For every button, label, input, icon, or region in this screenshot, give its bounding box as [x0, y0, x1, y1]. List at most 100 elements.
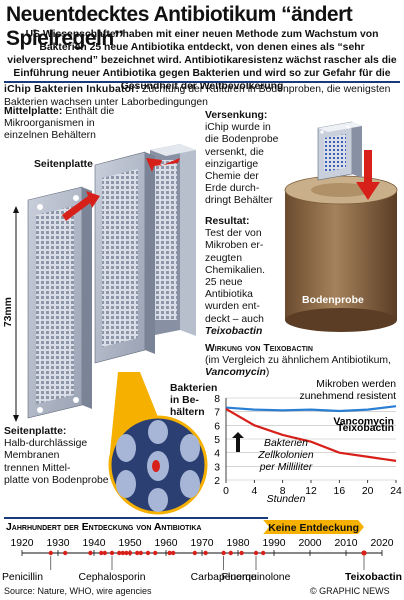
- y-tick-label: 4: [214, 449, 220, 460]
- no-discovery-label: Keine Entdeckung: [268, 523, 359, 534]
- chart-series: [225, 405, 397, 462]
- mittelplatte-desc: Mittelplatte: Enthält die Mikroorganisme…: [4, 106, 154, 143]
- y-label-line: Bakterien: [264, 438, 308, 449]
- ichip-device: [317, 121, 362, 181]
- timeline-discovery-dots: [48, 550, 367, 556]
- chart-subtitle-suffix: ): [265, 367, 270, 378]
- x-tick-label: 20: [362, 486, 374, 497]
- seitenplatte-line-3: trennen Mittel-: [4, 462, 71, 474]
- side-plate-front: [27, 186, 92, 419]
- discovery-dot: [167, 550, 172, 556]
- x-tick-label: 0: [223, 486, 229, 497]
- named-discovery-label: Fluorquinolone: [222, 572, 291, 583]
- versenkung-line-1: iChip wurde in: [205, 122, 271, 134]
- intro-text: US Wissenschafter haben mit einer neuen …: [7, 29, 397, 92]
- versenkung-title: Versenkung:: [205, 110, 268, 121]
- headline: Neuentdecktes Antibiotikum “ändert Spiel…: [6, 3, 353, 50]
- year-label: 1950: [118, 538, 141, 549]
- resultat-line-4: Chemikalien.: [205, 264, 266, 276]
- timeline-title: Jahrhundert der Entdeckung von Antibioti…: [6, 522, 201, 533]
- year-label: 1960: [154, 538, 177, 549]
- y-label-line: Zellkolonien: [257, 450, 314, 461]
- resultat-line-3: zeugten: [205, 252, 242, 264]
- discovery-dot: [124, 550, 129, 556]
- versenkung-line-3: versenkt, die: [205, 146, 264, 158]
- versenkung-line-6: Erde durch-: [205, 183, 260, 195]
- discovery-dot: [88, 550, 93, 556]
- source-line: Source: Nature, WHO, wire agencies: [4, 586, 152, 596]
- y-tick-label: 3: [214, 462, 220, 473]
- chart-heading: Wirkung von Teixobactin (im Vergleich zu…: [205, 343, 401, 379]
- resultat-teixobactin: Teixobactin: [205, 325, 263, 337]
- series-line-vancomycin: [225, 405, 397, 413]
- seitenplatte-label: Seitenplatte: [34, 159, 93, 170]
- discovery-dot: [221, 550, 226, 556]
- resultat-title: Resultat:: [205, 216, 250, 227]
- no-discovery-band: [263, 520, 364, 534]
- discovery-dot: [109, 550, 115, 556]
- year-label: 1930: [46, 538, 69, 549]
- teixobactin-dot: [361, 550, 367, 556]
- discovery-dot: [127, 550, 133, 556]
- discovery-dot: [192, 550, 197, 556]
- discovery-dot: [171, 550, 176, 556]
- discovery-dot: [120, 550, 126, 556]
- discovery-dot: [62, 550, 68, 556]
- resultat-line-2: Mikroben er-: [205, 240, 264, 252]
- arrow-down-icon: [356, 150, 380, 200]
- series-line-teixobactin: [225, 407, 397, 462]
- versenkung-line-2: die Bodenprobe: [205, 134, 279, 146]
- year-label: 1940: [82, 538, 105, 549]
- mittelplatte-line-1: Enthält die: [62, 106, 115, 117]
- y-label-line: per Milliliter: [259, 462, 313, 473]
- named-discovery-label: Carbapeneme: [191, 572, 257, 583]
- bakterien-label: Bakterien in Be- hältern: [170, 383, 217, 419]
- y-tick-label: 5: [214, 435, 220, 446]
- year-label: 2010: [334, 538, 357, 549]
- seitenplatte-desc: Seitenplatte: Halb-durchlässige Membrane…: [4, 426, 110, 487]
- discovery-dot: [102, 550, 108, 556]
- versenkung-line-4: einzigartige: [205, 158, 259, 170]
- chart-subtitle-prefix: (im Vergleich zu ähnlichem Antibiotikum,: [205, 355, 391, 366]
- ichip-description: Züchtung der Kulturen in Bodenproben, di…: [4, 84, 391, 108]
- year-label: 2020: [370, 538, 393, 549]
- series-label: Vancomycin: [333, 416, 394, 427]
- y-tick-label: 8: [214, 394, 220, 405]
- arrow-left-icon: [62, 191, 100, 221]
- bakterien-line-1: Bakterien: [170, 383, 218, 394]
- ichip-heading: iChip Bakterien Inkubator: Züchtung der …: [4, 83, 400, 109]
- resultat-line-8: deckt – auch: [205, 313, 264, 325]
- mittelplatte-line-3: einzelnen Behältern: [4, 130, 96, 142]
- timeline-rule: [4, 517, 268, 519]
- chart-title: Wirkung von Teixobactin: [205, 343, 313, 354]
- mittelplatte-line-2: Mikroorganismen in: [4, 118, 95, 130]
- discovery-dot: [117, 550, 122, 556]
- seitenplatte-title: Seitenplatte:: [4, 426, 67, 437]
- resultat-line-5: 25 neue: [205, 277, 243, 289]
- y-tick-label: 2: [214, 476, 220, 487]
- mittelplatte-title: Mittelplatte:: [4, 106, 63, 117]
- side-plate-back: [150, 144, 196, 336]
- resultat-desc: Resultat: Test der von Mikroben er- zeug…: [205, 216, 287, 338]
- discovery-dot: [239, 550, 244, 556]
- annotation-line: zunehmend resistent: [300, 391, 397, 402]
- discovery-dot: [48, 550, 53, 556]
- bakterien-line-2: in Be-: [170, 395, 199, 406]
- year-label: 1980: [226, 538, 249, 549]
- discovery-dot: [99, 550, 104, 556]
- y-tick-label: 6: [214, 421, 220, 432]
- discovery-dot: [153, 550, 158, 556]
- discovery-dot: [228, 550, 233, 556]
- named-discovery-label: Teixobactin: [345, 572, 402, 583]
- resultat-line-1: Test der von: [205, 228, 262, 240]
- versenkung-line-5: Chemie der: [205, 171, 259, 183]
- chart-subtitle-emph: Vancomycin: [205, 367, 266, 378]
- resultat-line-6: Antibiotika: [205, 289, 253, 301]
- x-tick-label: 12: [305, 486, 317, 497]
